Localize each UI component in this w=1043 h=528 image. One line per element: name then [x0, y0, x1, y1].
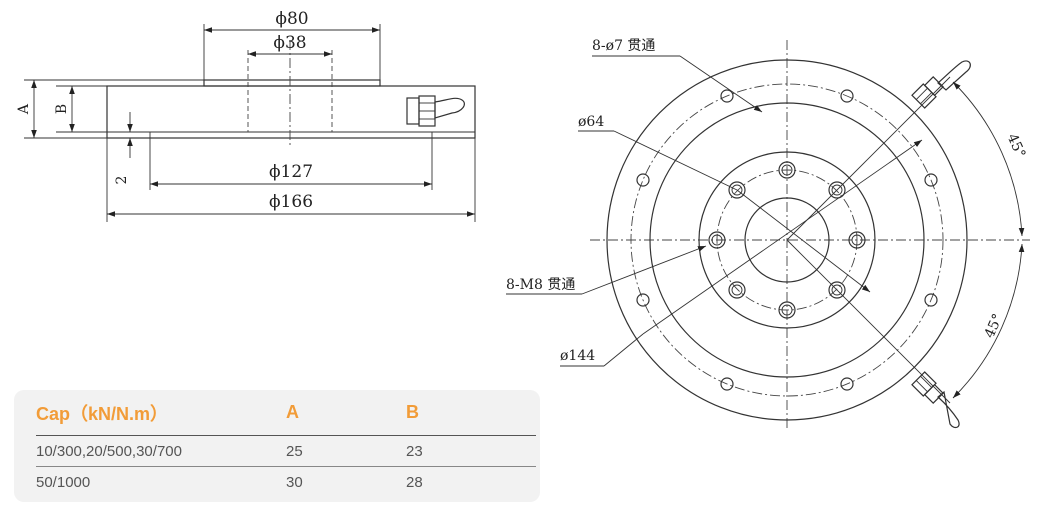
outer-flange-circle	[606, 59, 968, 421]
callout-phi64-label: ø64	[578, 114, 604, 130]
table-row: 10/300,20/500,30/700 25 23	[36, 435, 536, 467]
cell-cap: 50/1000	[36, 473, 91, 491]
table-row: 50/1000 30 28	[36, 467, 536, 498]
outer-holes	[636, 89, 938, 391]
cell-a: 30	[286, 473, 303, 491]
callout-holes-label: 8-ø7 贯通	[592, 38, 655, 54]
top-cable-gland-upper	[911, 60, 971, 109]
dim-phi166-label: ϕ166	[269, 192, 313, 212]
spec-table-panel: Cap（kN/N.m） A B 10/300,20/500,30/700 25 …	[14, 390, 540, 502]
spec-table: Cap（kN/N.m） A B 10/300,20/500,30/700 25 …	[36, 390, 536, 497]
outer-hole	[924, 173, 938, 187]
header-cap: Cap（kN/N.m）	[36, 390, 286, 436]
angle-bottom-label: 45°	[982, 311, 1007, 340]
cell-a: 25	[286, 435, 406, 467]
dim-a-label: A	[16, 103, 32, 115]
outer-hole	[840, 89, 854, 103]
dim-phi80-label: ϕ80	[275, 9, 308, 29]
side-cable-gland	[406, 95, 465, 127]
header-b: B	[406, 390, 536, 436]
inner-holes	[708, 161, 866, 319]
dim-b-label: B	[54, 104, 70, 114]
top-view: 45° 45° 8-ø7 贯通 ø64 8-M8 贯通 ø144	[506, 38, 1030, 430]
top-cable-gland-lower	[911, 371, 960, 429]
outer-hole	[840, 377, 854, 391]
outer-hole	[924, 293, 938, 307]
side-view: ϕ80 ϕ38 A B 2 ϕ127 ϕ166	[16, 9, 476, 222]
angle-arc-top	[952, 81, 1025, 237]
dim-phi127-label: ϕ127	[269, 162, 313, 182]
outer-hole	[636, 293, 650, 307]
callout-thread-label: 8-M8 贯通	[506, 277, 575, 293]
cell-b: 23	[406, 435, 536, 467]
side-body-outline	[106, 85, 476, 139]
angle-top-label: 45°	[1004, 131, 1029, 160]
cell-b: 28	[406, 473, 423, 491]
angle-arc-bottom	[952, 243, 1025, 399]
bolt-circle-64	[716, 169, 858, 311]
outer-hole	[720, 377, 734, 391]
dim-2-label: 2	[114, 176, 130, 185]
center-hub	[744, 197, 830, 283]
outer-hole	[636, 173, 650, 187]
callout-phi144-label: ø144	[560, 348, 595, 364]
spec-table-header-row: Cap（kN/N.m） A B	[36, 390, 536, 436]
bolt-circle-144	[630, 83, 944, 397]
cell-cap: 10/300,20/500,30/700	[36, 435, 286, 467]
dim-phi38-label: ϕ38	[273, 33, 306, 53]
header-a: A	[286, 390, 406, 436]
side-top-boss	[203, 79, 381, 87]
outer-hole	[720, 89, 734, 103]
